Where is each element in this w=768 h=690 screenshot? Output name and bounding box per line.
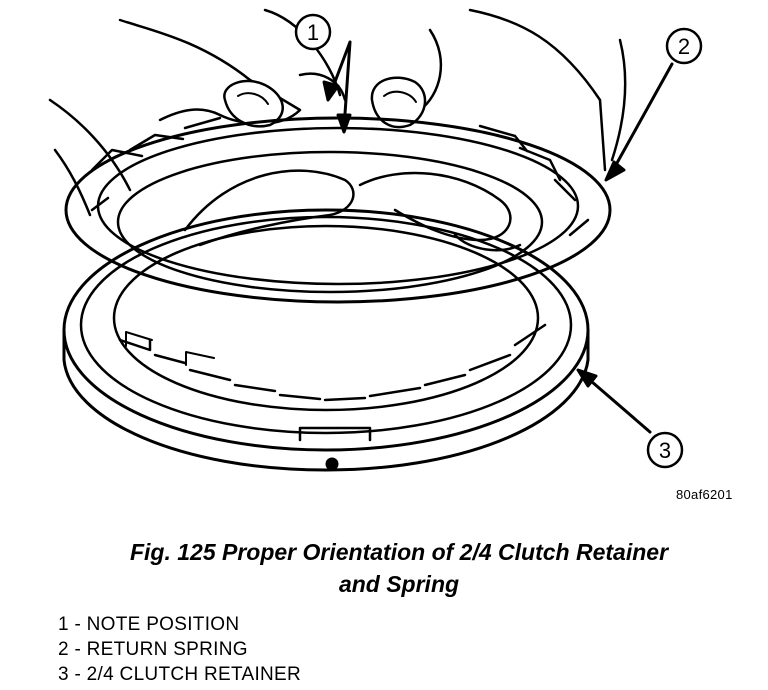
figure-code: 80af6201 [676, 487, 733, 502]
callout-3: 3 [576, 368, 684, 469]
figure-caption: Fig. 125 Proper Orientation of 2/4 Clutc… [40, 536, 758, 600]
legend-item-3: 3 - 2/4 CLUTCH RETAINER [58, 664, 302, 685]
legend-item-1: 1 - NOTE POSITION [58, 614, 240, 635]
callout-1: 1 [294, 13, 352, 134]
callout-2: 2 [604, 27, 703, 182]
callout-1-number: 1 [307, 20, 319, 45]
callout-2-number: 2 [678, 34, 690, 59]
callout-legend: 1 - NOTE POSITION 2 - RETURN SPRING 3 - … [58, 612, 301, 687]
clutch-retainer-illustration: 1 2 3 [48, 8, 703, 472]
callout-3-number: 3 [659, 438, 671, 463]
clutch-retainer-drawing [62, 208, 590, 472]
caption-line-2: and Spring [338, 571, 460, 597]
caption-line-1: Fig. 125 Proper Orientation of 2/4 Clutc… [129, 539, 669, 565]
legend-item-2: 2 - RETURN SPRING [58, 639, 248, 660]
hands-drawing [48, 8, 627, 252]
